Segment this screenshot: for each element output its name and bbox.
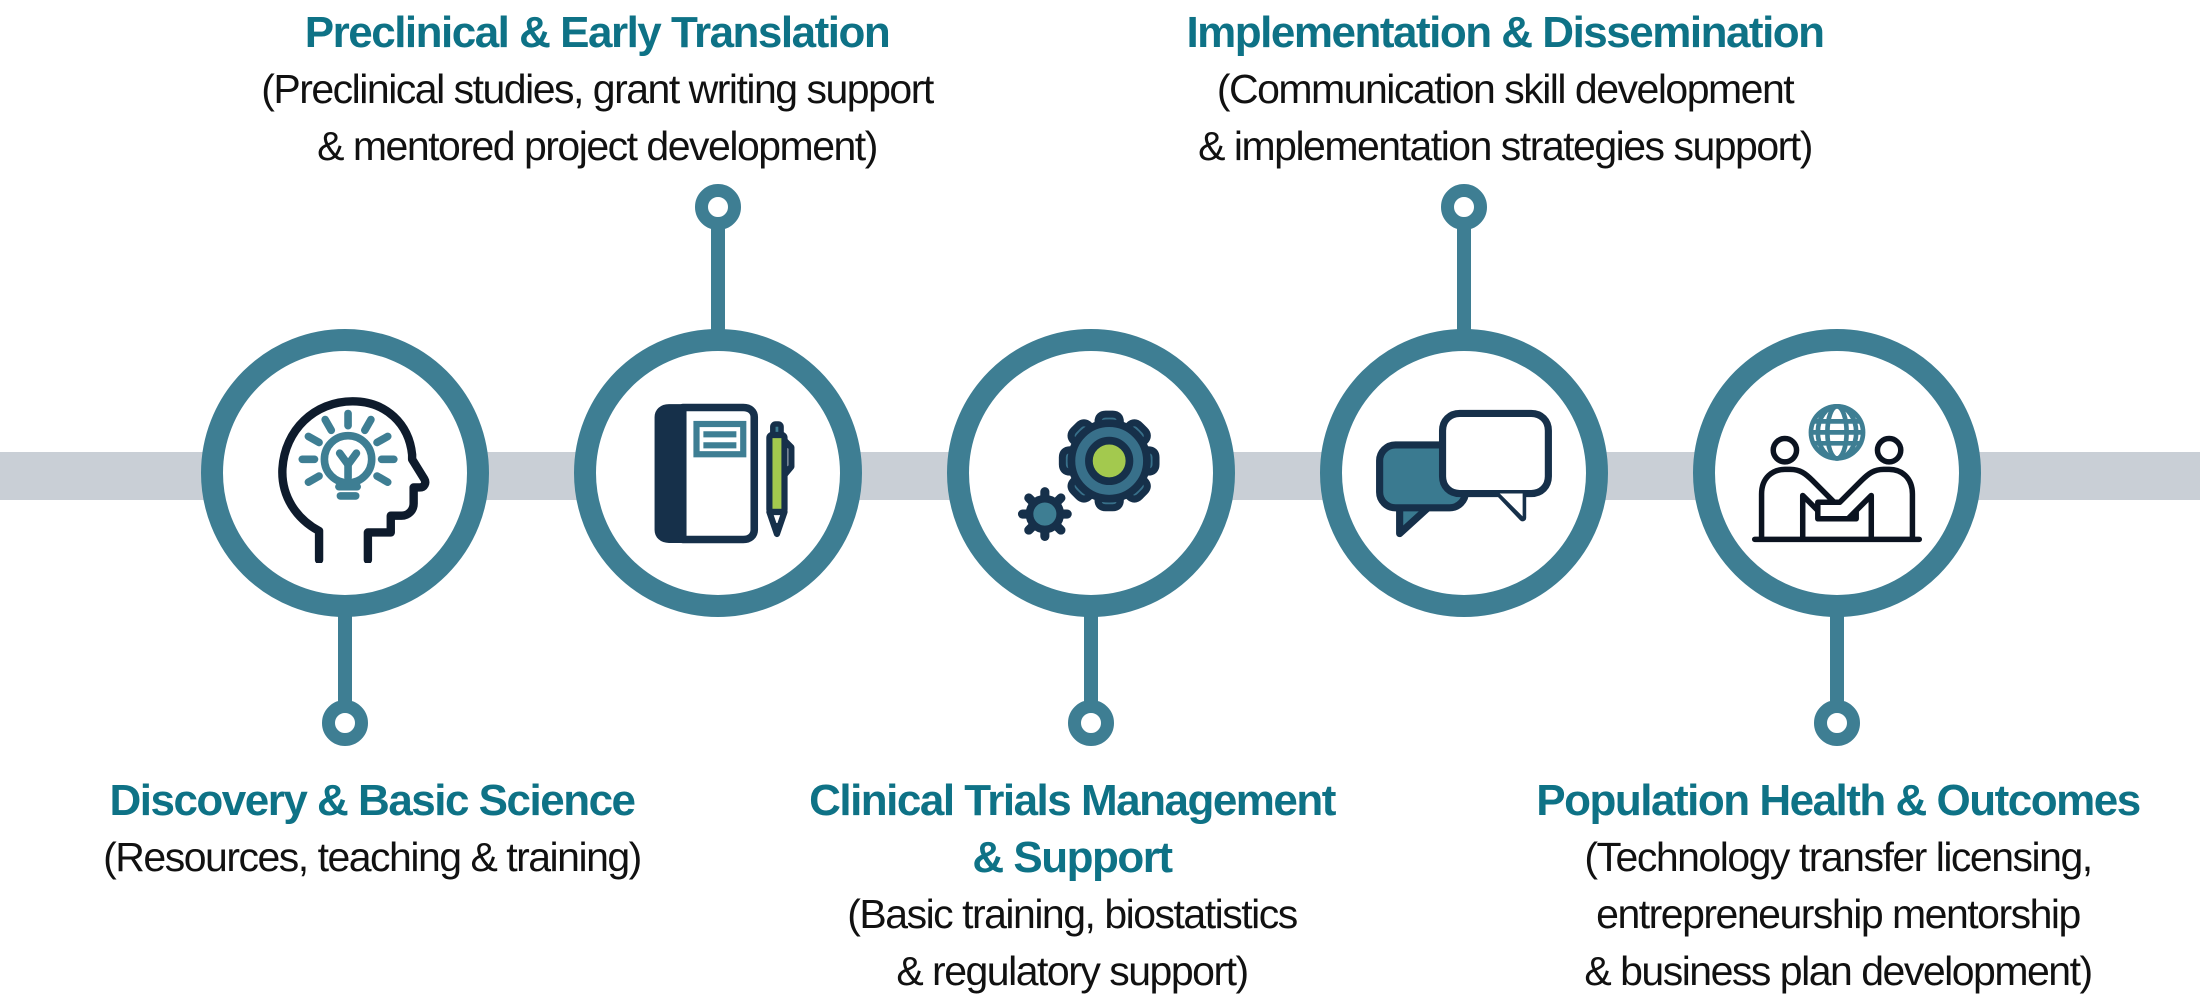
connector-stem-down-population	[1830, 600, 1844, 704]
stage-title: Clinical Trials Management & Support	[809, 776, 1336, 882]
stage-node-population	[1693, 329, 1981, 617]
connector-stem-up-implementation	[1457, 228, 1471, 332]
stage-node-preclinical	[574, 329, 862, 617]
connector-stem-down-clinical	[1084, 600, 1098, 704]
stage-label-population: Population Health & Outcomes (Technology…	[1478, 772, 2198, 1000]
connector-stem-down-discovery	[338, 600, 352, 704]
stage-label-clinical: Clinical Trials Management & Support (Ba…	[712, 772, 1432, 1000]
stage-subtitle: (Communication skill development & imple…	[1198, 66, 1813, 169]
stage-node-discovery	[201, 329, 489, 617]
notebook-pen-icon	[654, 403, 794, 543]
connector-ring-clinical	[1068, 700, 1114, 746]
connector-ring-population	[1814, 700, 1860, 746]
stage-node-implementation	[1320, 329, 1608, 617]
stage-title: Preclinical & Early Translation	[304, 8, 891, 57]
stage-label-implementation: Implementation & Dissemination (Communic…	[1055, 4, 1955, 175]
connector-ring-discovery	[322, 700, 368, 746]
stage-node-clinical	[947, 329, 1235, 617]
connector-ring-preclinical	[695, 184, 741, 230]
stage-subtitle: (Basic training, biostatistics & regulat…	[847, 891, 1298, 994]
connector-ring-implementation	[1441, 184, 1487, 230]
stage-title: Implementation & Dissemination	[1186, 8, 1825, 57]
stage-subtitle: (Resources, teaching & training)	[103, 834, 642, 880]
stage-title: Discovery & Basic Science	[109, 776, 636, 825]
stage-subtitle: (Technology transfer licensing, entrepre…	[1584, 834, 2093, 994]
stage-label-discovery: Discovery & Basic Science (Resources, te…	[12, 772, 732, 886]
handshake-globe-icon	[1751, 403, 1923, 542]
stage-subtitle: (Preclinical studies, grant writing supp…	[261, 66, 934, 169]
connector-stem-up-preclinical	[711, 228, 725, 332]
head-lightbulb-icon	[278, 397, 430, 563]
gears-icon	[1017, 410, 1160, 541]
stage-title: Population Health & Outcomes	[1536, 776, 2141, 825]
speech-bubbles-icon	[1376, 409, 1552, 537]
stage-label-preclinical: Preclinical & Early Translation (Preclin…	[147, 4, 1047, 175]
